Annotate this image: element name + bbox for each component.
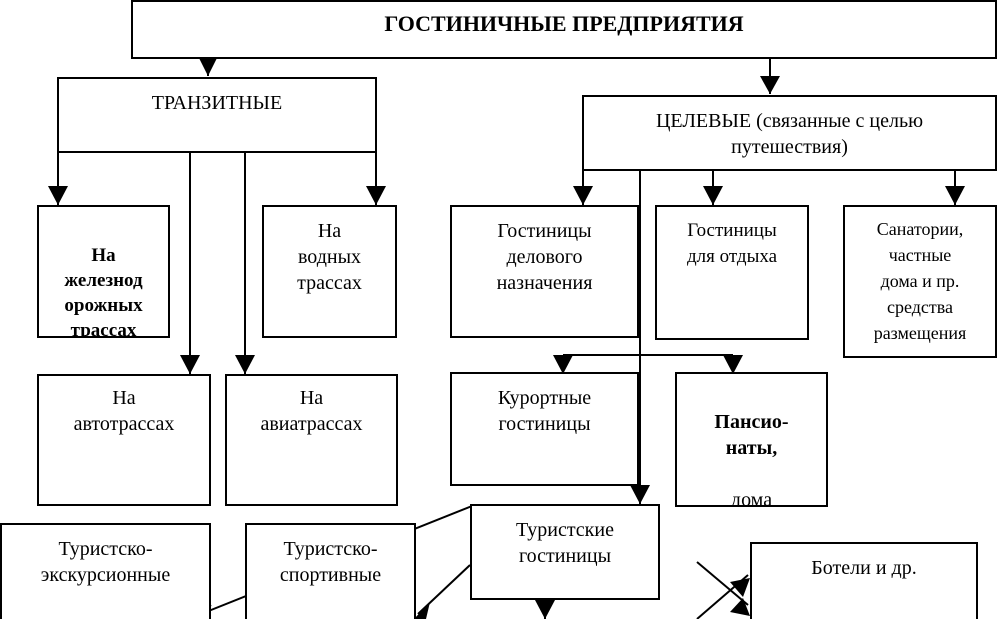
arrow-botels-cross-a [696, 561, 749, 606]
sanatorium-box: Санатории, частные дома и пр. средства р… [843, 205, 997, 358]
resort-box: Курортные гостиницы [450, 372, 639, 486]
auto-box: На автотрассах [37, 374, 211, 506]
rest-box: Гостиницы для отдыха [655, 205, 809, 340]
excursion-box: Туристско- экскурсионные [0, 523, 211, 619]
water-box: На водных трассах [262, 205, 397, 338]
arrow-resort [553, 355, 573, 374]
transit-box: ТРАНЗИТНЫЕ [57, 77, 377, 153]
rail-label: На железнод орожных трассах [64, 245, 143, 338]
avia-box: На авиатрассах [225, 374, 398, 506]
rail-box: На железнод орожных трассах [37, 205, 170, 338]
tourist-box: Туристские гостиницы [470, 504, 660, 600]
pension-box: Пансио- наты, дома отдыха [675, 372, 828, 507]
target-box: ЦЕЛЕВЫЕ (связанные с целью путешествия) [582, 95, 997, 171]
pension-label-rest: дома отдыха [730, 489, 773, 507]
root-box: ГОСТИНИЧНЫЕ ПРЕДПРИЯТИЯ [131, 0, 997, 59]
botels-box: Ботели и др. [750, 542, 978, 619]
sport-box: Туристско- спортивные [245, 523, 416, 619]
arrow-pension [723, 355, 743, 374]
pension-label-bold: Пансио- наты, [714, 411, 789, 459]
business-box: Гостиницы делового назначения [450, 205, 639, 338]
